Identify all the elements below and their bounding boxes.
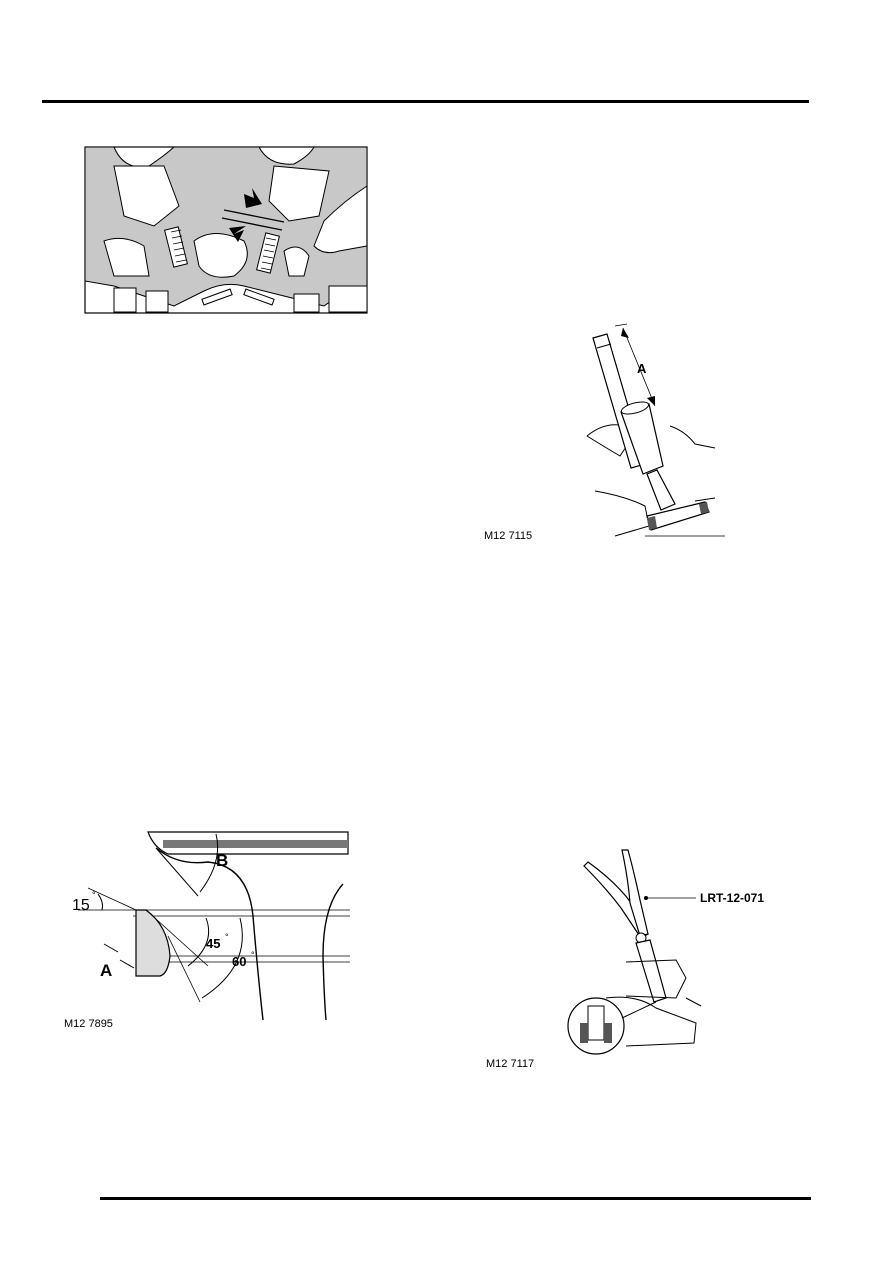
- degree-symbol: °: [251, 950, 255, 960]
- degree-symbol: °: [225, 932, 229, 942]
- figure-caption-m12-7115: M12 7115: [484, 530, 533, 542]
- valve-stem-seal-tool-illustration: LRT-12-071: [566, 848, 796, 1060]
- angle-60-label: 60: [232, 954, 246, 969]
- figure-caption-m12-7117: M12 7117: [486, 1058, 535, 1070]
- dimension-b-label: B: [216, 851, 228, 870]
- header-rule: [42, 100, 809, 103]
- valve-seat-angle-diagram: 15 ° A B 45 ° 60 °: [68, 826, 350, 1022]
- angle-45-label: 45: [206, 936, 220, 951]
- footer-rule: [100, 1197, 811, 1200]
- valve-guide-illustration: [84, 146, 368, 314]
- valve-stem-illustration: A: [585, 316, 725, 538]
- figure-caption-m12-7895: M12 7895: [64, 1018, 113, 1030]
- tool-number-label: LRT-12-071: [700, 891, 765, 905]
- dimension-a-label: A: [100, 961, 112, 980]
- dimension-a-label: A: [637, 361, 647, 376]
- degree-symbol: °: [92, 890, 96, 900]
- angle-15-label: 15: [72, 897, 90, 914]
